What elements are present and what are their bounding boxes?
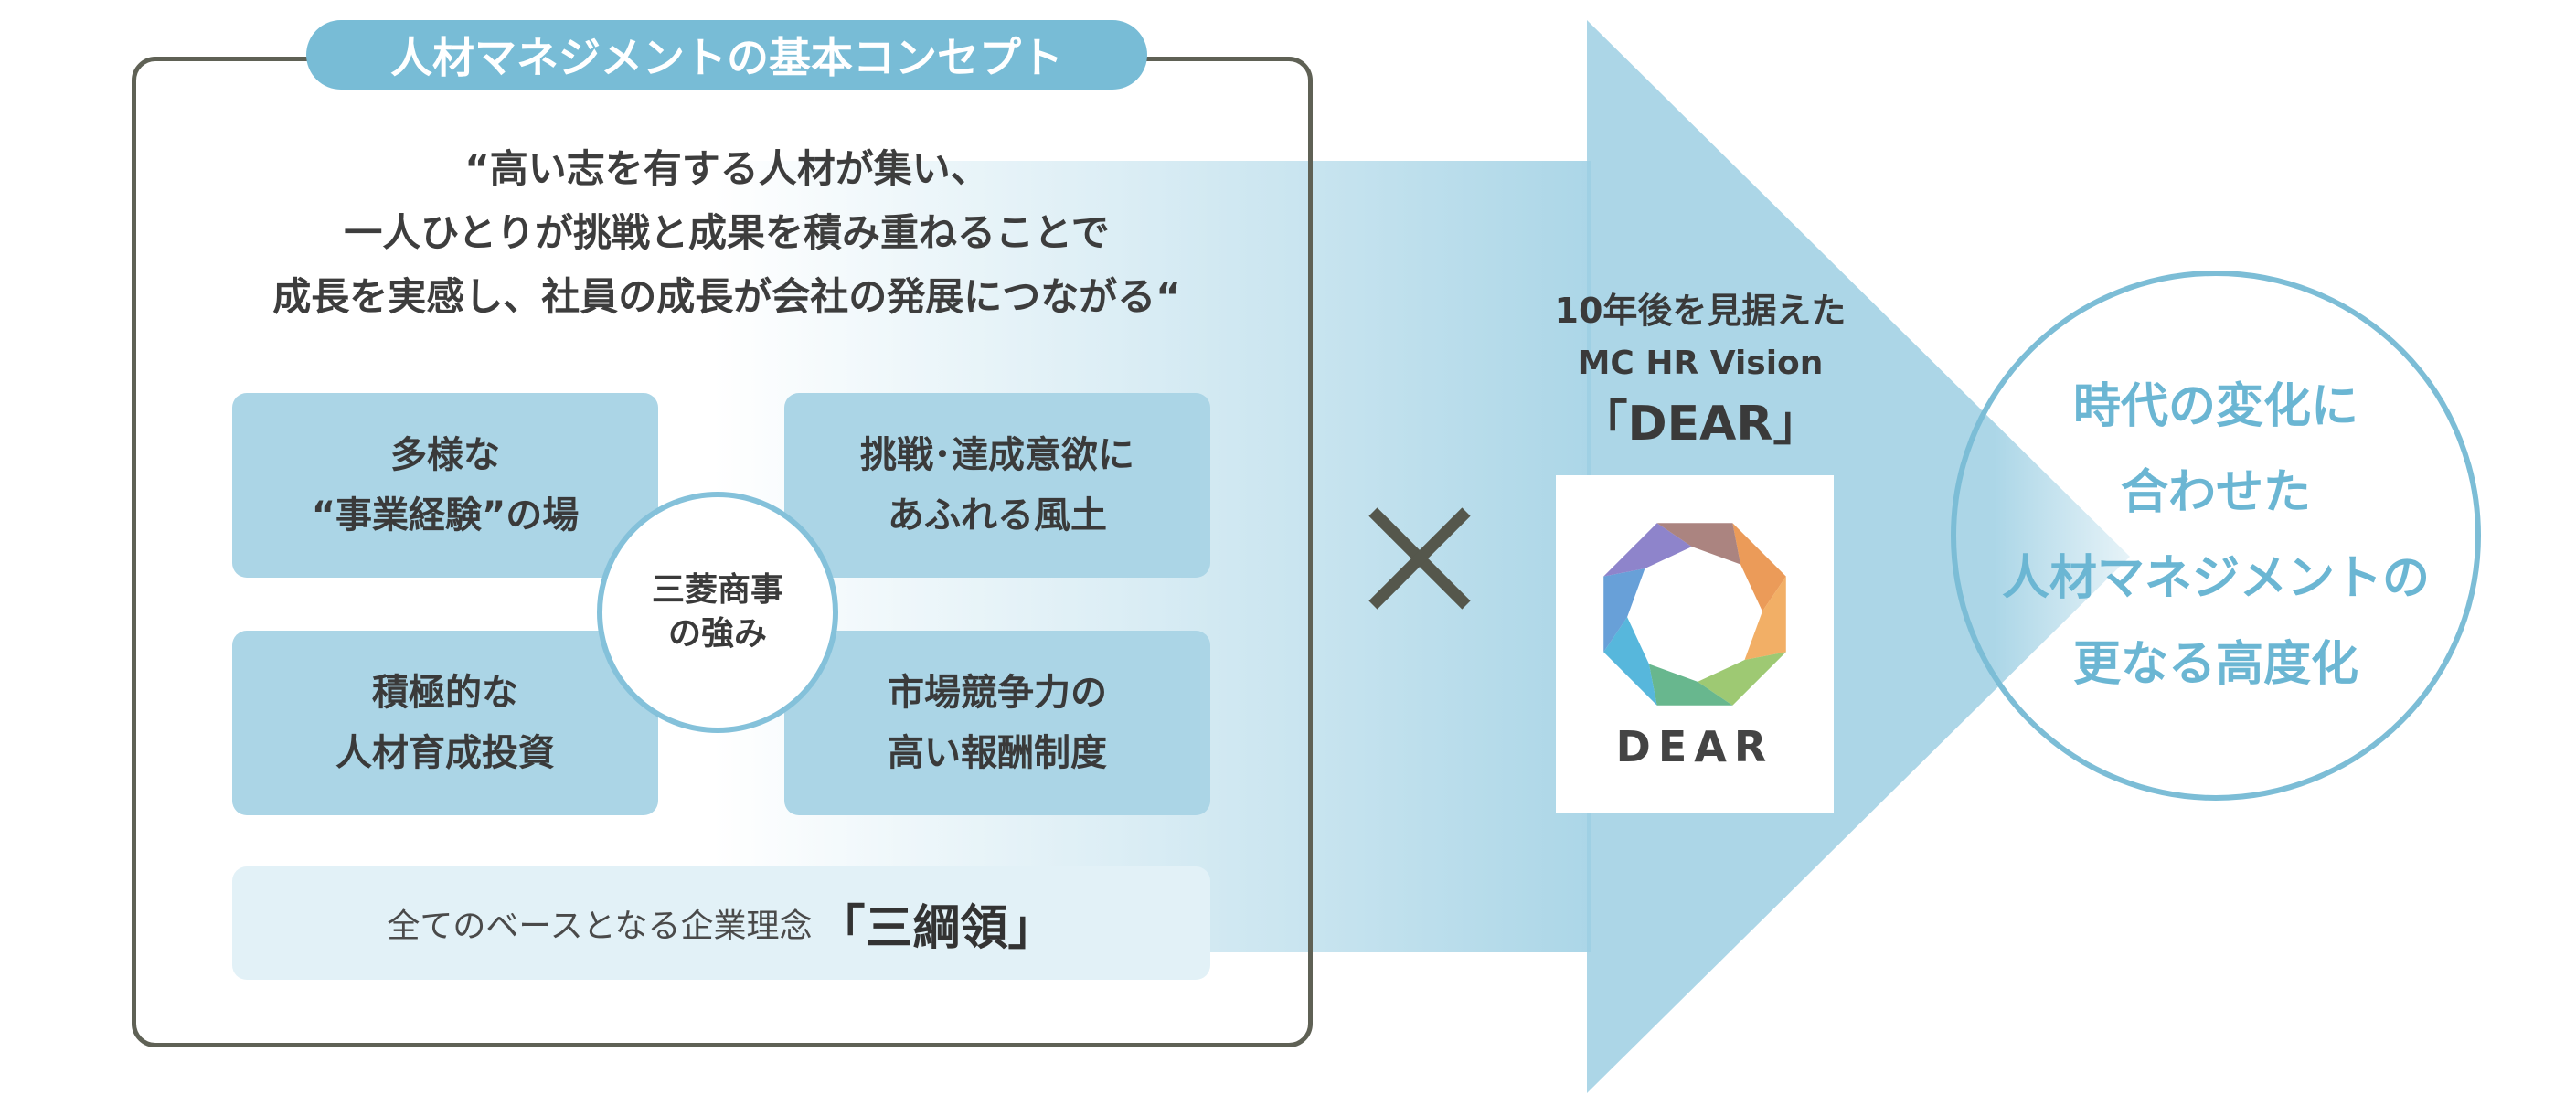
strength-line: “事業経験”の場 <box>311 494 580 537</box>
logo-segment <box>1732 523 1786 611</box>
center-line: 三菱商事 <box>651 571 783 609</box>
logo-segment <box>1603 568 1645 653</box>
strength-box-business-experience: 多様な “事業経験”の場 <box>232 393 658 578</box>
philosophy-prefix: 全てのベースとなる企業理念 <box>387 908 813 945</box>
result-line: 合わせた <box>2120 465 2311 520</box>
strength-line: 人材育成投資 <box>335 732 555 774</box>
result-line: 更なる高度化 <box>2072 637 2358 692</box>
logo-segment <box>1648 664 1733 706</box>
vision-line: MC HR Vision <box>1577 345 1824 382</box>
center-line: の強み <box>667 615 767 653</box>
vision-name: 「DEAR」 <box>1580 397 1821 452</box>
logo-segment <box>1656 523 1741 565</box>
concept-quote: “高い志を有する人材が集い、 一人ひとりが挑戦と成果を積み重ねることで 成長を実… <box>165 137 1289 329</box>
strength-box-talent-investment: 積極的な 人材育成投資 <box>232 631 658 815</box>
quote-line: “高い志を有する人材が集い、 <box>464 146 989 191</box>
logo-segment <box>1698 652 1786 706</box>
arrow-head <box>1587 20 2130 1093</box>
logo-segment <box>1744 576 1786 661</box>
concept-title: 人材マネジメントの基本コンセプト <box>306 20 1147 90</box>
logo-segment <box>1603 523 1692 577</box>
strength-line: 市場競争力の <box>888 672 1107 714</box>
result-line: 時代の変化に <box>2072 379 2358 434</box>
strengths-center-circle: 三菱商事 の強み <box>597 492 838 733</box>
octagon-ring-icon <box>1603 523 1786 706</box>
vision-line: 10年後を見据えた <box>1554 291 1847 331</box>
result-circle: 時代の変化に 合わせた 人材マネジメントの 更なる高度化 <box>1951 271 2481 801</box>
strength-box-compensation: 市場競争力の 高い報酬制度 <box>784 631 1210 815</box>
vision-label: 10年後を見据えた MC HR Vision 「DEAR」 <box>1499 283 1901 459</box>
strength-line: あふれる風土 <box>888 494 1107 537</box>
strength-box-challenge-culture: 挑戦･達成意欲に あふれる風土 <box>784 393 1210 578</box>
quote-line: 一人ひとりが挑戦と成果を積み重ねることで <box>344 210 1110 255</box>
strength-line: 挑戦･達成意欲に <box>860 434 1134 476</box>
multiply-icon <box>1368 507 1471 610</box>
logo-segment <box>1603 617 1657 706</box>
strength-line: 高い報酬制度 <box>888 732 1107 774</box>
quote-line: 成長を実感し、社員の成長が会社の発展につながる“ <box>272 274 1181 319</box>
result-line: 人材マネジメントの <box>2001 551 2430 606</box>
philosophy-highlight: 「三綱領」 <box>817 900 1056 956</box>
strength-line: 多様な <box>390 434 500 476</box>
corporate-philosophy-bar: 全てのベースとなる企業理念 「三綱領」 <box>232 866 1210 980</box>
strength-line: 積極的な <box>372 672 518 714</box>
dear-logo-text: DEAR <box>1615 722 1774 771</box>
